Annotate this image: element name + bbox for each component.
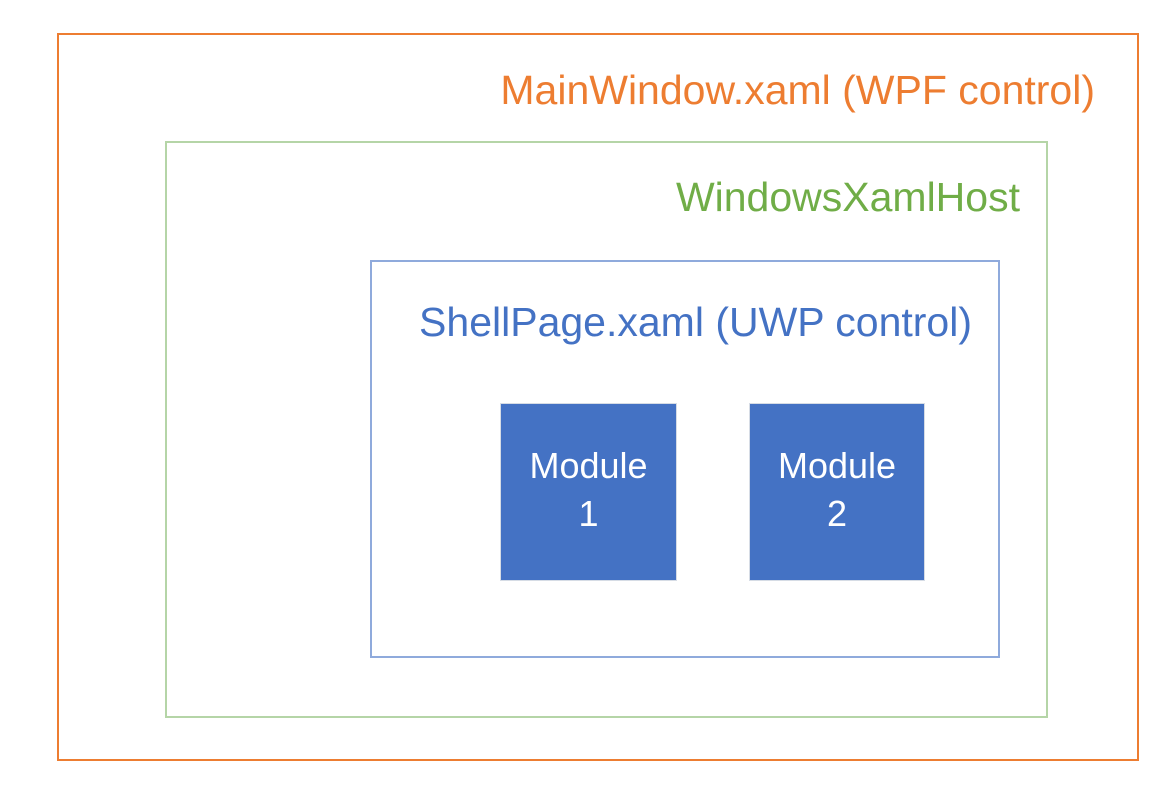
module-block-1: Module 1 bbox=[500, 403, 677, 581]
module-1-label-line2: 1 bbox=[578, 493, 599, 534]
layer-box-mainwindow-wpf bbox=[57, 33, 1139, 761]
layer-label-mainwindow-wpf: MainWindow.xaml (WPF control) bbox=[500, 67, 1095, 113]
module-block-2: Module 2 bbox=[749, 403, 925, 581]
module-2-text: Module 2 bbox=[778, 444, 896, 540]
module-1-text: Module 1 bbox=[529, 444, 647, 540]
layer-label-windowsxamlhost: WindowsXamlHost bbox=[675, 174, 1020, 220]
layer-label-shellpage-uwp: ShellPage.xaml (UWP control) bbox=[419, 299, 972, 345]
layer-box-windowsxamlhost bbox=[165, 141, 1048, 718]
module-2-label-line2: 2 bbox=[826, 493, 847, 534]
layer-box-shellpage-uwp bbox=[370, 260, 1000, 658]
module-1-label-line1: Module bbox=[529, 445, 648, 487]
module-2-label-line1: Module bbox=[777, 445, 897, 487]
